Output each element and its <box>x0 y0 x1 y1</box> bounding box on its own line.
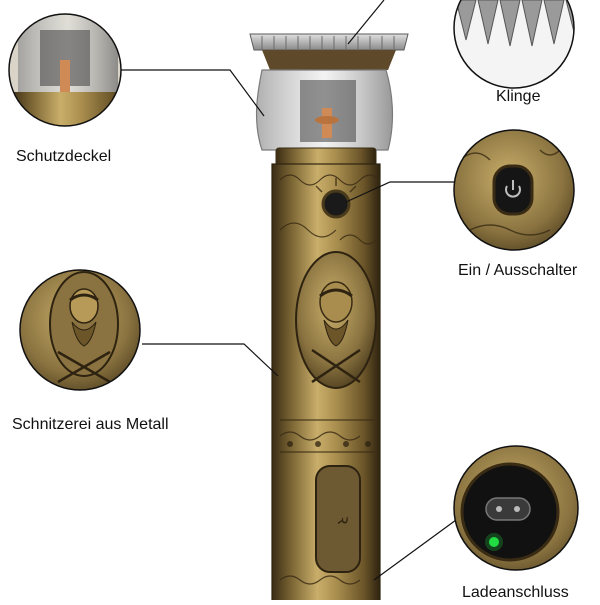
svg-text:ꝛ: ꝛ <box>333 516 354 525</box>
blade-label: Klinge <box>496 88 541 105</box>
power-icon <box>505 180 521 198</box>
guard-callout <box>8 13 122 127</box>
charging-label: Ladeanschluss <box>462 584 569 601</box>
power-button[interactable] <box>321 189 351 219</box>
blade-callout <box>453 0 575 89</box>
callout-lines <box>120 0 458 581</box>
charging-port-icon <box>485 497 531 521</box>
switch-label: Ein / Ausschalter <box>458 262 578 279</box>
switch-callout <box>453 129 575 251</box>
guard-label: Schutzdeckel <box>16 148 112 165</box>
trimmer-body: ꝛ <box>249 33 409 605</box>
carving-label: Schnitzerei aus Metall <box>12 416 169 433</box>
charging-led <box>489 537 499 547</box>
charging-callout <box>453 445 579 571</box>
carving-callout <box>19 269 141 391</box>
